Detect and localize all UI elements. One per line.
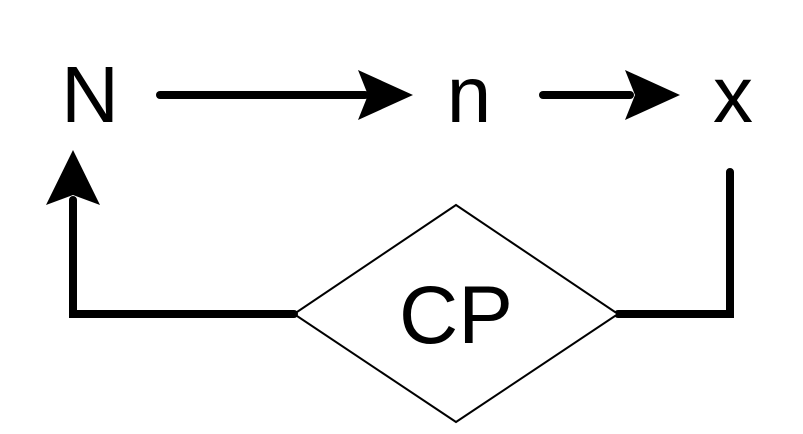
arrow-small-n-to-x: [539, 70, 680, 120]
node-small-n: n: [447, 50, 492, 139]
node-big-n: N: [61, 50, 119, 139]
connector-cp-to-big-n: [46, 150, 298, 318]
arrow-n-to-small-n: [156, 70, 413, 120]
decision-label-cp: CP: [399, 270, 513, 361]
node-x: x: [713, 50, 753, 139]
connector-x-to-cp: [614, 168, 734, 318]
decision-diamond: [292, 203, 620, 424]
